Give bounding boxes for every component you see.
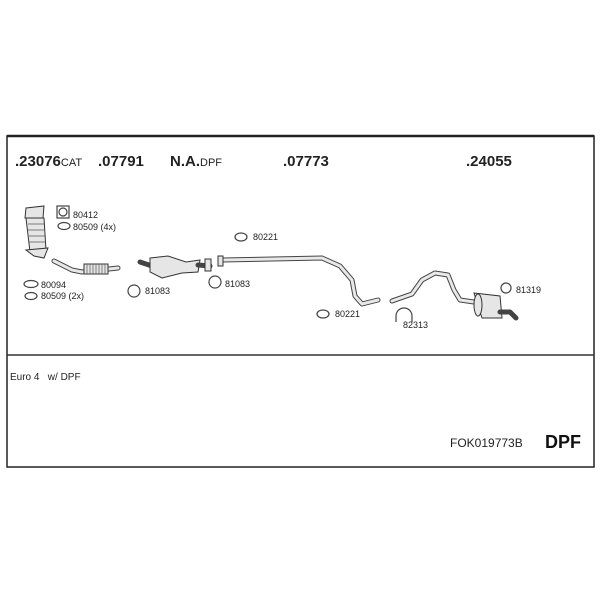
- emission-note: Euro 4 w/ DPF: [10, 372, 81, 383]
- clamp-icon: [395, 307, 413, 322]
- ring-icon: [208, 275, 222, 289]
- catalytic-converter-manifold: [24, 205, 49, 259]
- part-number-80412: 80412: [73, 210, 98, 220]
- part-number-80094: 80094: [41, 280, 66, 290]
- section-label-4: .07773: [283, 153, 329, 170]
- ring-icon: [127, 284, 141, 298]
- gasket-icon: [23, 205, 71, 301]
- part-number-82313: 82313: [403, 320, 428, 330]
- section-label-3: N.A.DPF: [170, 153, 222, 170]
- kit-code: FOK019773B: [450, 436, 523, 450]
- part-number-80509-4x: 80509 (4x): [73, 222, 116, 232]
- rear-silencer: [389, 270, 519, 321]
- dpf-badge: DPF: [545, 432, 581, 452]
- part-number-80509-2x: 80509 (2x): [41, 291, 84, 301]
- gasket-icon: [316, 309, 330, 319]
- section-label-2: .07791: [98, 153, 144, 170]
- front-pipe: [51, 258, 121, 275]
- part-number-80221-a: 80221: [253, 232, 278, 242]
- diesel-particulate-filter: [137, 255, 213, 279]
- gasket-icon: [234, 232, 248, 242]
- diagram-frame: [6, 135, 595, 468]
- part-number-80221-b: 80221: [335, 309, 360, 319]
- part-number-81083-a: 81083: [145, 286, 170, 296]
- rubber-mount-icon: [500, 282, 512, 294]
- part-number-81319: 81319: [516, 285, 541, 295]
- section-label-1: .23076CAT: [15, 153, 82, 170]
- middle-pipe: [217, 255, 381, 307]
- section-label-5: .24055: [466, 153, 512, 170]
- part-number-81083-b: 81083: [225, 279, 250, 289]
